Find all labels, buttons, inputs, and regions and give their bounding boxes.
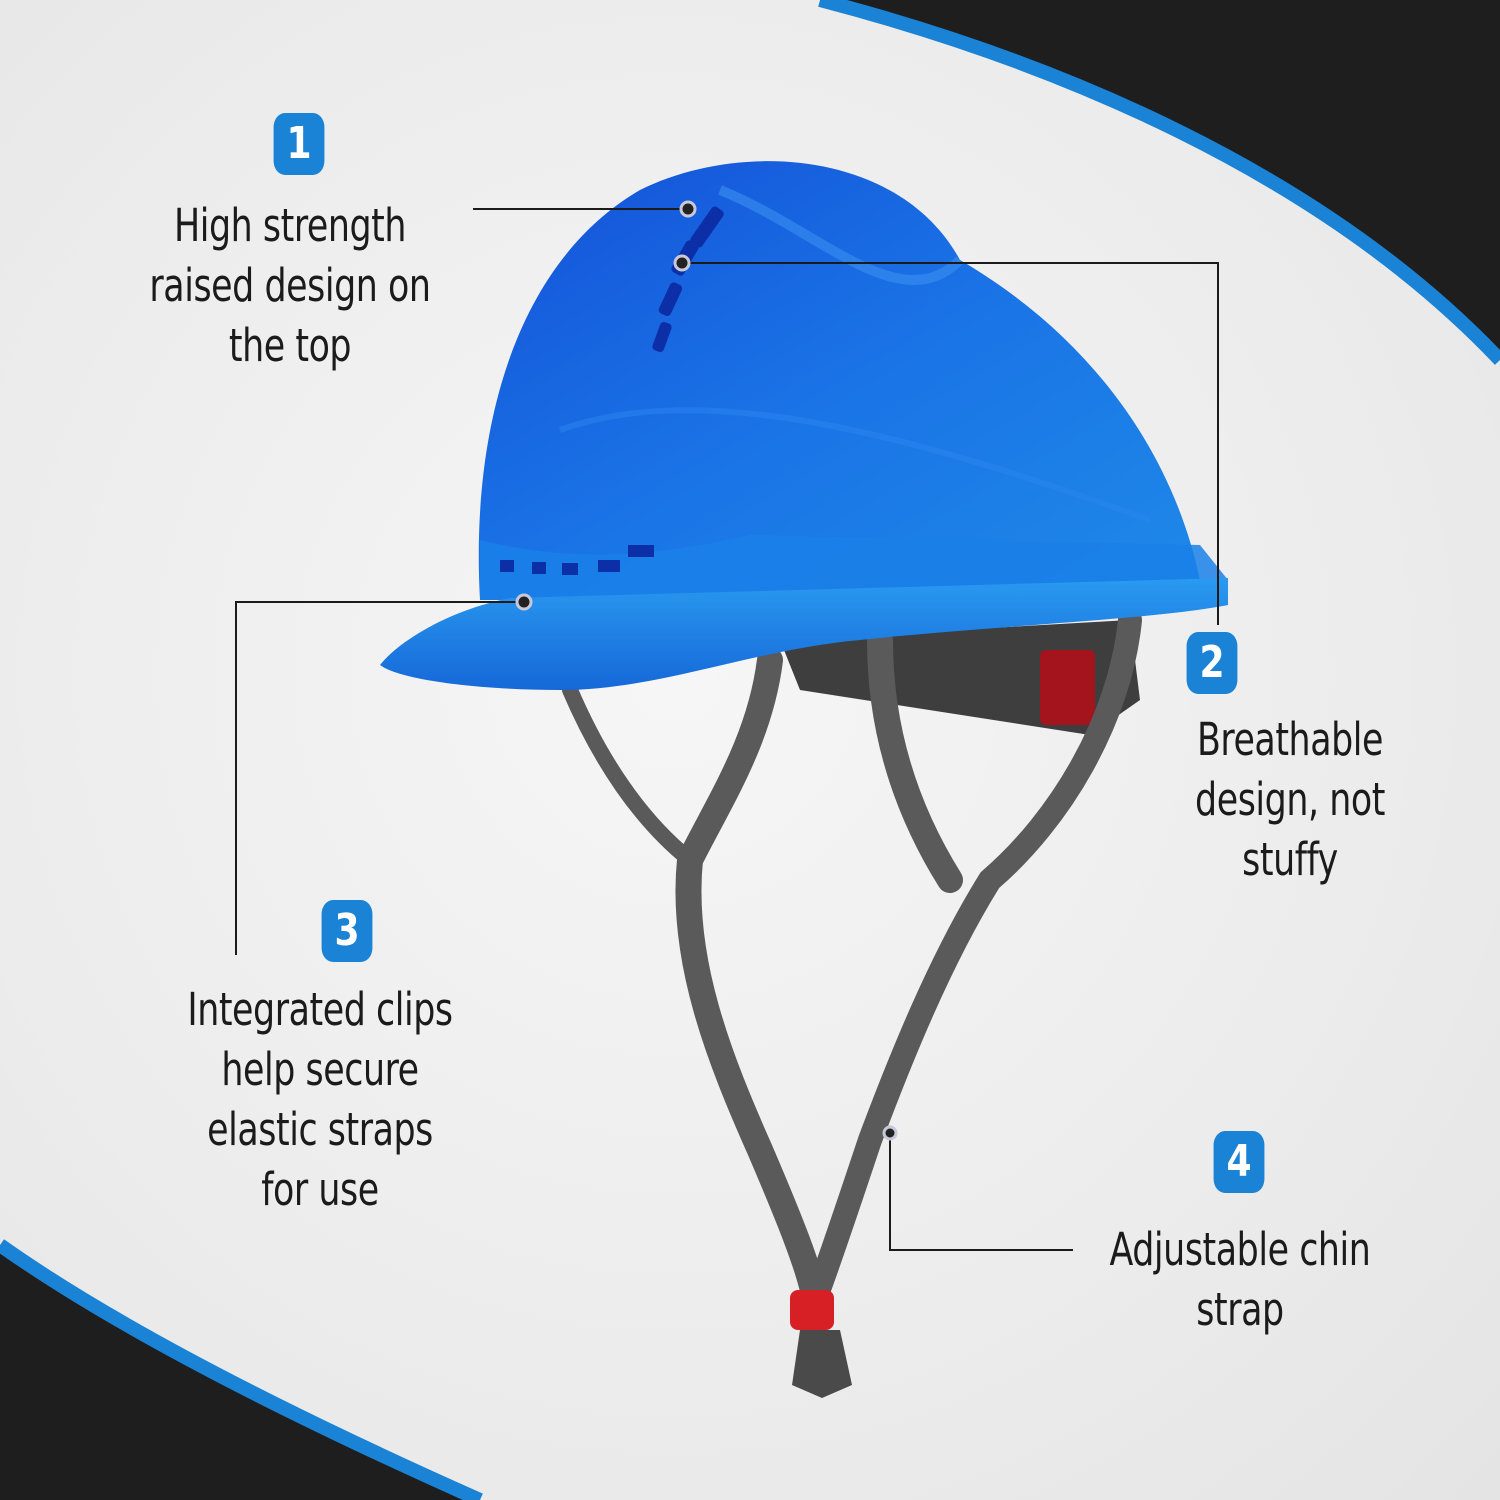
callout-3-line-1: Integrated clips: [187, 983, 453, 1036]
bottom-left-dark-corner: [0, 1245, 480, 1500]
callout-4-line: [889, 1133, 1073, 1251]
strap-end: [792, 1330, 852, 1398]
callout-4-line-1: Adjustable chin: [1109, 1223, 1371, 1276]
callout-3-badge: 3: [321, 900, 373, 962]
callout-4-line-2: strap: [1196, 1283, 1284, 1336]
helmet-shell: [478, 161, 1228, 600]
callout-1-line-1: High strength: [173, 199, 407, 252]
top-right-blue-stripe: [818, 0, 1500, 365]
callout-3-line-4: for use: [261, 1163, 379, 1216]
callout-1-badge: 1: [273, 113, 325, 175]
callout-2-line: [682, 262, 1219, 625]
callout-1-line-3: the top: [228, 319, 352, 372]
helmet-brim: [380, 578, 1228, 690]
callout-2-line-3: stuffy: [1242, 833, 1338, 886]
callout-3-dot: [515, 593, 533, 611]
callout-3-text: Integrated clips help secure elastic str…: [148, 980, 492, 1220]
callout-3-line-3: elastic straps: [207, 1103, 433, 1156]
callout-2-badge: 2: [1186, 632, 1238, 694]
callout-4-badge: 4: [1213, 1131, 1265, 1193]
callout-1-text: High strength raised design on the top: [118, 196, 462, 376]
strap-toggle: [790, 1290, 834, 1330]
callout-1-line-2: raised design on: [149, 259, 431, 312]
callout-4-text: Adjustable chin strap: [1085, 1220, 1395, 1340]
bottom-left-blue-stripe: [0, 1239, 483, 1500]
ratchet-knob: [1040, 650, 1095, 725]
callout-2-line-2: design, not: [1195, 773, 1385, 826]
top-right-dark-corner: [820, 0, 1500, 360]
callout-3-line: [235, 601, 524, 955]
callout-1-dot: [679, 200, 697, 218]
callout-2-text: Breathable design, not stuffy: [1161, 710, 1419, 890]
chin-straps: [562, 608, 1142, 1313]
side-vents: [500, 545, 654, 575]
callout-3-line-2: help secure: [221, 1043, 419, 1096]
callout-2-line-1: Breathable: [1196, 713, 1384, 766]
callout-2-dot: [673, 254, 691, 272]
callout-4-dot: [882, 1125, 898, 1141]
